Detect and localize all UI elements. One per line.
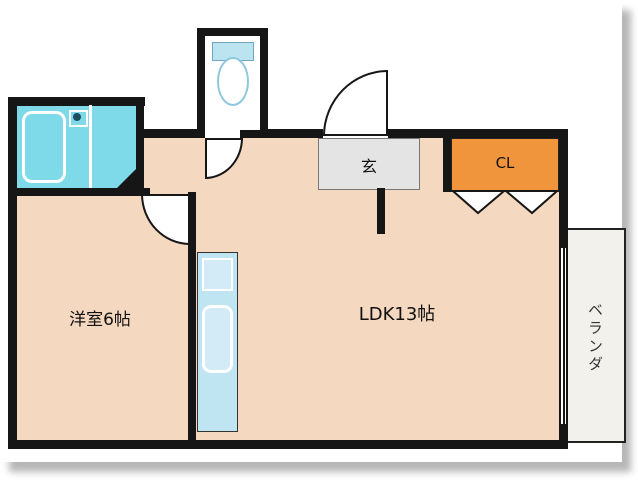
floorplan-card: 洋室6帖 LDK13帖 玄 CL ベランダ — [8, 28, 626, 449]
genkan-area — [318, 138, 420, 190]
wall-toilet-bottom-stub — [240, 130, 268, 138]
closet-area — [451, 138, 559, 192]
bath-partition — [89, 105, 92, 188]
wall-outer-left — [8, 97, 17, 449]
wall-hall-ldk-stub — [377, 188, 385, 234]
wall-outer-bottom — [8, 440, 568, 449]
genkan-label: 玄 — [360, 157, 377, 176]
ldk-label: LDK13帖 — [358, 304, 436, 325]
bath-sink-icon — [69, 110, 88, 127]
wall-toilet-right — [260, 28, 268, 138]
main-floor — [17, 196, 559, 440]
closet-folding-door-icon — [451, 190, 559, 215]
western-room-label: 洋室6帖 — [69, 310, 131, 330]
wall-bathroom-top — [8, 97, 145, 106]
veranda-window-mullion — [563, 248, 565, 424]
wall-bathroom-right — [136, 97, 144, 196]
stove-icon — [202, 258, 233, 291]
bedroom-door-arc — [141, 194, 190, 245]
toilet-icon — [217, 57, 249, 106]
wall-bathroom-bottom — [8, 188, 150, 196]
wall-closet-left — [443, 138, 451, 192]
veranda-label: ベランダ — [586, 302, 604, 374]
wall-top-middle-segment — [260, 129, 323, 138]
wall-toilet-left — [197, 28, 205, 138]
bathtub-icon — [22, 111, 66, 183]
wall-toilet-top — [197, 28, 268, 36]
wall-top-right-segment — [388, 129, 568, 138]
wall-top-left-segment — [136, 129, 205, 138]
kitchen-sink-icon — [202, 305, 233, 373]
entrance-door-arc — [323, 70, 388, 136]
wall-bedroom-ldk — [188, 192, 196, 440]
closet-label: CL — [495, 154, 515, 172]
bath-faucet-icon — [73, 113, 81, 121]
veranda-window — [559, 248, 568, 424]
